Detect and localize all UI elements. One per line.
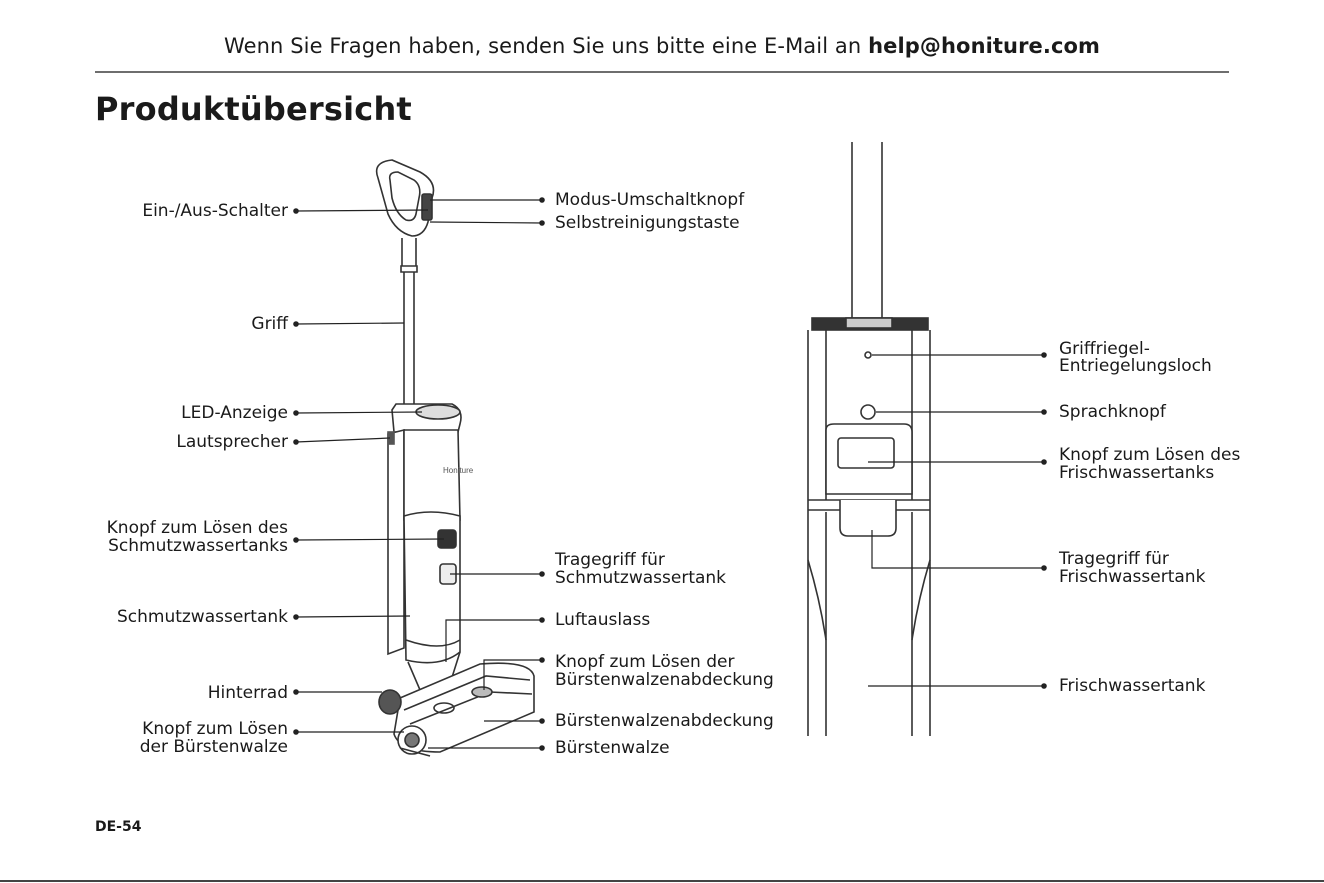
contact-text: Wenn Sie Fragen haben, senden Sie uns bi… [223, 34, 862, 58]
label-rear-wheel: Hinterrad [207, 683, 288, 703]
label-dirty-carry-handle-1: Tragegriff für [555, 550, 665, 570]
right-leader-lines [868, 352, 1047, 689]
label-latch-hole-1: Griffriegel- [1059, 339, 1150, 359]
label-cover-release-1: Knopf zum Lösen der [555, 652, 735, 672]
label-fresh-tank-release-1: Knopf zum Lösen des [1059, 445, 1241, 465]
label-fresh-carry-handle-2: Frischwassertank [1059, 567, 1206, 587]
header-divider [95, 71, 1229, 73]
label-power-switch: Ein-/Aus-Schalter [142, 201, 288, 221]
back-view-illustration [807, 142, 931, 736]
label-dirty-water-tank: Schmutzwassertank [116, 607, 288, 627]
label-brush-roller: Bürstenwalze [555, 738, 670, 758]
label-voice-button: Sprachknopf [1059, 402, 1166, 422]
label-speaker: Lautsprecher [176, 432, 288, 452]
brand-mark: Honiture [443, 466, 474, 475]
label-fresh-carry-handle-1: Tragegriff für [1059, 549, 1169, 569]
label-roller-cover: Bürstenwalzenabdeckung [555, 711, 774, 731]
label-dirty-tank-release-1: Knopf zum Lösen des [106, 518, 288, 538]
label-latch-hole-2: Entriegelungsloch [1059, 356, 1212, 376]
page-number: DE-54 [95, 819, 142, 835]
label-air-outlet: Luftauslass [555, 610, 651, 630]
label-mode-button: Modus-Umschaltknopf [555, 190, 745, 210]
label-cover-release-2: Bürstenwalzenabdeckung [555, 670, 774, 690]
label-dirty-tank-release-2: Schmutzwassertanks [108, 536, 288, 556]
label-handle: Griff [251, 314, 288, 334]
label-self-clean-button: Selbstreinigungstaste [555, 213, 740, 233]
label-roller-release-1: Knopf zum Lösen [142, 719, 288, 739]
label-dirty-carry-handle-2: Schmutzwassertank [555, 568, 727, 588]
page-title: Produktübersicht [95, 90, 412, 128]
label-fresh-water-tank: Frischwassertank [1059, 676, 1206, 696]
left-leader-lines [293, 208, 445, 735]
middle-leader-lines [428, 197, 545, 751]
label-roller-release-2: der Bürstenwalze [139, 737, 288, 757]
bottom-divider [0, 880, 1324, 882]
contact-header: Wenn Sie Fragen haben, senden Sie uns bi… [0, 34, 1324, 58]
vacuum-illustration [375, 159, 535, 757]
label-fresh-tank-release-2: Frischwassertanks [1059, 463, 1215, 483]
contact-email[interactable]: help@honiture.com [868, 34, 1101, 58]
label-led-indicator: LED-Anzeige [181, 403, 288, 423]
